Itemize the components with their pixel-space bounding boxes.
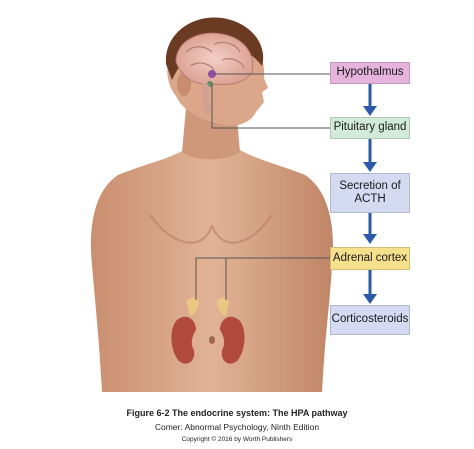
figure-caption-source: Comer: Abnormal Psychology, Ninth Editio… <box>154 422 320 432</box>
flow-arrows <box>363 84 377 304</box>
arrow-2 <box>363 138 377 172</box>
leader-lines <box>195 73 330 300</box>
leader-pituitary <box>211 84 330 129</box>
arrow-3 <box>363 212 377 244</box>
adrenal-cortex-label: Adrenal cortex <box>332 251 408 264</box>
navel <box>209 336 215 344</box>
hypothalamus-box: Hypothalmus <box>330 62 410 84</box>
hypothalamus-label: Hypothalmus <box>336 66 404 79</box>
acth-box: Secretion of ACTH <box>330 173 410 213</box>
figure-caption-copyright: Copyright © 2016 by Worth Publishers <box>181 436 293 443</box>
left-adrenal <box>186 297 199 316</box>
arrow-4 <box>363 270 377 304</box>
acth-label: Secretion of ACTH <box>339 179 401 205</box>
corticosteroids-label: Corticosteroids <box>331 313 409 326</box>
torso <box>90 128 333 392</box>
figure-caption-title: Figure 6-2 The endocrine system: The HPA… <box>126 408 348 418</box>
left-kidney <box>171 316 196 364</box>
arrow-1 <box>363 84 377 116</box>
brainstem <box>202 83 213 116</box>
pituitary-box: Pituitary gland <box>330 117 410 139</box>
right-adrenal <box>217 297 230 316</box>
brain-folds <box>185 41 245 71</box>
right-kidney <box>220 316 245 364</box>
pituitary-label: Pituitary gland <box>333 121 407 134</box>
hair <box>165 17 264 80</box>
hypothalamus-marker <box>208 70 216 78</box>
leader-adrenal-left <box>195 257 330 300</box>
corticosteroids-box: Corticosteroids <box>330 305 410 335</box>
chest-shading <box>149 214 273 244</box>
adrenal-cortex-box: Adrenal cortex <box>330 247 410 270</box>
